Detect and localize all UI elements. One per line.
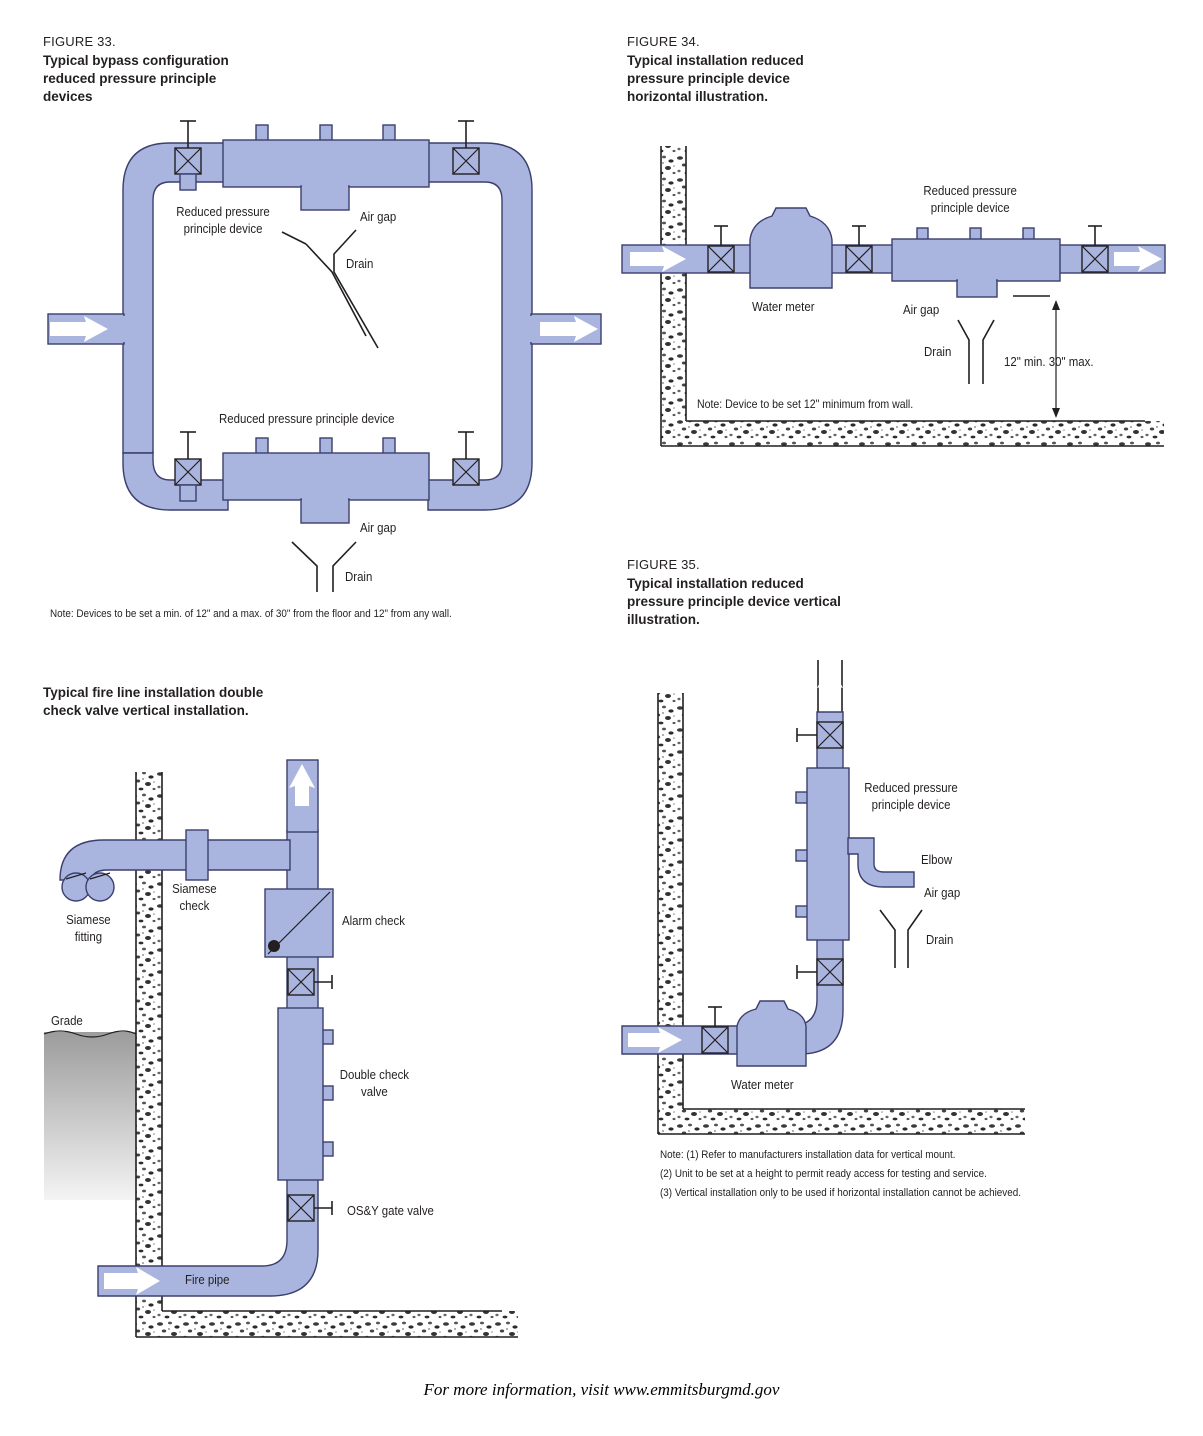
fig34-label-height: 12" min. 30" max. (1004, 354, 1094, 369)
fire-title: Typical fire line installation double ch… (43, 685, 264, 718)
fig33-flow-arrow-in (50, 316, 108, 342)
fig34-note: Note: Device to be set 12" minimum from … (697, 397, 914, 411)
fire-grade (44, 1032, 136, 1200)
fig34-number: FIGURE 34. (627, 34, 700, 49)
fire-alarm-check (264, 888, 334, 958)
fire-label-siamese-fitting: Siamese fitting (66, 912, 111, 944)
fire-label-fire-pipe: Fire pipe (185, 1272, 230, 1287)
fig35-rp-device (795, 767, 915, 941)
fig33-label-air-gap-bottom: Air gap (360, 520, 397, 535)
fig35-label-elbow: Elbow (921, 852, 953, 867)
fire-label-grade: Grade (51, 1013, 83, 1028)
fig35-label-water-meter: Water meter (731, 1077, 794, 1092)
fig34-flow-arrow-out (1114, 246, 1162, 272)
fire-pipe (97, 829, 319, 1297)
fig34-floor (661, 421, 1164, 446)
fig35-label-air-gap: Air gap (924, 885, 961, 900)
fig33-label-rp-device-top: Reduced pressure principle device (176, 204, 270, 236)
fig33-diagram (47, 120, 602, 592)
fig33-number: FIGURE 33. (43, 34, 116, 49)
fig35-flow-arrow-in (628, 1027, 682, 1053)
fig33-label-drain-top: Drain (346, 256, 374, 271)
fig34-wall (661, 146, 686, 444)
fire-label-siamese-check: Siamese check (172, 881, 217, 913)
fig34-flow-arrow-in (630, 246, 686, 272)
fig35-number: FIGURE 35. (627, 557, 700, 572)
footer-text: For more information, visit www.emmitsbu… (423, 1380, 780, 1399)
fig35-diagram (621, 660, 1025, 1135)
fig33-label-rp-device-bottom: Reduced pressure principle device (219, 411, 395, 426)
fig33-pipe-loop-left (122, 142, 229, 454)
fig35-wall (658, 693, 683, 1134)
fig35-label-drain: Drain (926, 932, 954, 947)
fig33-drain-pipe-top (305, 243, 367, 337)
fig34-label-water-meter: Water meter (752, 299, 815, 314)
fig33-flow-arrow-out (540, 316, 598, 342)
fig33-label-air-gap-top: Air gap (360, 209, 397, 224)
fire-floor (136, 1311, 518, 1337)
fig35-note: Note: (1) Refer to manufacturers install… (660, 1149, 1022, 1199)
fig33-bottom-rp-device (222, 437, 430, 524)
fire-label-alarm-check: Alarm check (342, 913, 405, 928)
fig34-label-air-gap: Air gap (903, 302, 940, 317)
fire-flow-arrow-in (104, 1267, 160, 1295)
fire-diagram (43, 759, 518, 1338)
fig34-rp-device (891, 227, 1061, 298)
fire-label-double-check: Double check valve (339, 1067, 410, 1099)
fig34-water-meter (749, 207, 833, 289)
fig35-flow-arrow-up (817, 664, 843, 706)
fig35-title: Typical installation reduced pressure pr… (627, 576, 841, 627)
fig33-drain-funnel-bottom (291, 541, 318, 592)
fig33-title: Typical bypass configuration reduced pre… (43, 53, 229, 104)
fig33-note: Note: Devices to be set a min. of 12" an… (50, 608, 452, 620)
fig34-label-rp-device: Reduced pressure principle device (923, 183, 1017, 215)
fig33-pipe-loop-right (427, 142, 533, 511)
fig33-top-rp-device (222, 124, 430, 211)
fig34-title: Typical installation reduced pressure pr… (627, 53, 804, 104)
fire-label-gate-valve: OS&Y gate valve (347, 1203, 434, 1218)
fig34-diagram (621, 146, 1166, 447)
fire-flow-arrow-up (289, 764, 315, 806)
fig35-floor (658, 1109, 1025, 1134)
fire-double-check-valve (277, 1007, 334, 1181)
fig34-label-drain: Drain (924, 344, 952, 359)
fig35-water-meter (736, 1000, 807, 1067)
fig35-label-rp-device: Reduced pressure principle device (864, 780, 958, 812)
fig33-label-drain-bottom: Drain (345, 569, 373, 584)
fire-siamese-check (185, 829, 209, 881)
